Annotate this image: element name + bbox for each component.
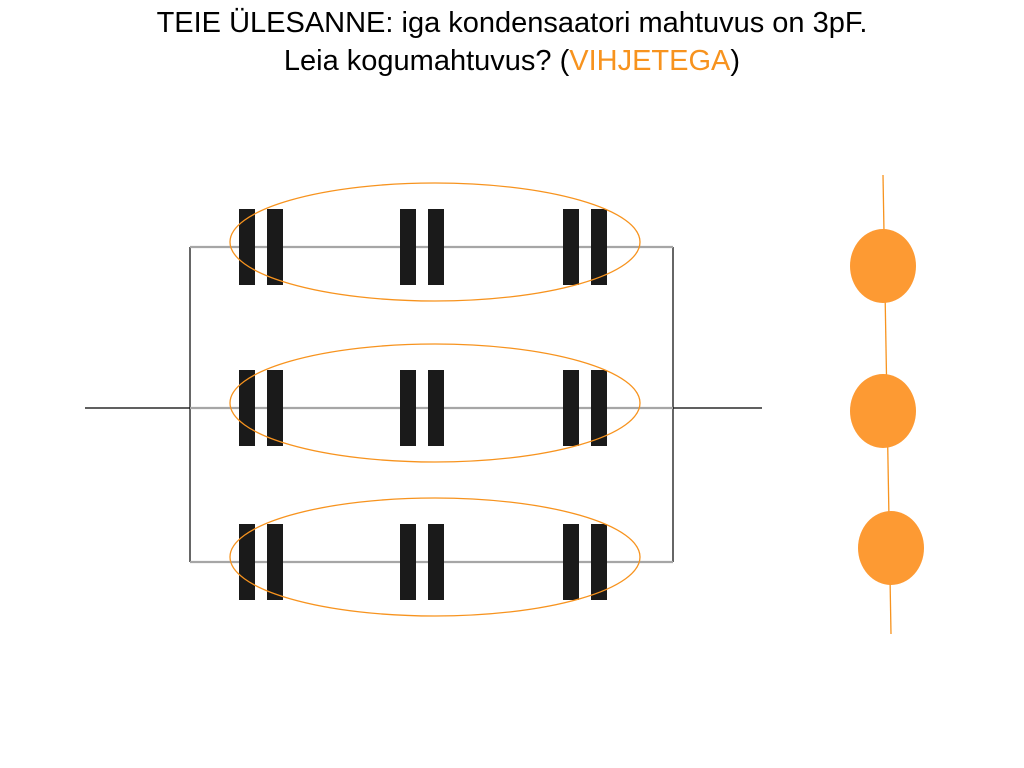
- capacitor-plate: [239, 524, 255, 600]
- capacitor-plate: [428, 209, 444, 285]
- hint-circle: [850, 229, 916, 303]
- branch-2: [190, 343, 673, 463]
- capacitor-plate: [400, 370, 416, 446]
- title-line-2: Leia kogumahtuvus? (VIHJETEGA): [0, 42, 1024, 80]
- capacitor: [239, 370, 283, 446]
- capacitor-plate: [428, 524, 444, 600]
- title-line-2-suffix: ): [730, 45, 741, 77]
- hint-circle: [850, 374, 916, 448]
- capacitor-plate: [239, 209, 255, 285]
- capacitor-plate: [428, 370, 444, 446]
- capacitor: [400, 524, 444, 600]
- capacitor-plate: [591, 370, 607, 446]
- series-group-ellipse: [229, 343, 641, 463]
- capacitor: [400, 370, 444, 446]
- capacitor: [239, 524, 283, 600]
- branches: [190, 182, 673, 617]
- capacitor-plate: [267, 370, 283, 446]
- capacitor-plate: [400, 524, 416, 600]
- branch-3: [190, 497, 673, 617]
- title-line-2-prefix: Leia kogumahtuvus? (: [283, 45, 570, 77]
- hint-chain: [850, 174, 924, 635]
- capacitor: [563, 209, 607, 285]
- capacitor: [239, 209, 283, 285]
- capacitor-plate: [563, 209, 579, 285]
- series-group-ellipse: [229, 497, 641, 617]
- capacitor: [400, 209, 444, 285]
- page-title: TEIE ÜLESANNE: iga kondensaatori mahtuvu…: [0, 4, 1024, 80]
- capacitor: [563, 524, 607, 600]
- capacitor-plate: [267, 209, 283, 285]
- capacitor-plate: [591, 524, 607, 600]
- capacitor-plate: [563, 524, 579, 600]
- series-group-ellipse: [229, 182, 641, 302]
- title-line-1: TEIE ÜLESANNE: iga kondensaatori mahtuvu…: [156, 7, 868, 39]
- capacitor-plate: [239, 370, 255, 446]
- capacitor-plate: [591, 209, 607, 285]
- capacitor-plate: [267, 524, 283, 600]
- branch-1: [190, 182, 673, 302]
- capacitor: [563, 370, 607, 446]
- capacitor-plate: [400, 209, 416, 285]
- hint-circle: [858, 511, 924, 585]
- hint-text: VIHJETEGA: [569, 45, 731, 77]
- capacitor-plate: [563, 370, 579, 446]
